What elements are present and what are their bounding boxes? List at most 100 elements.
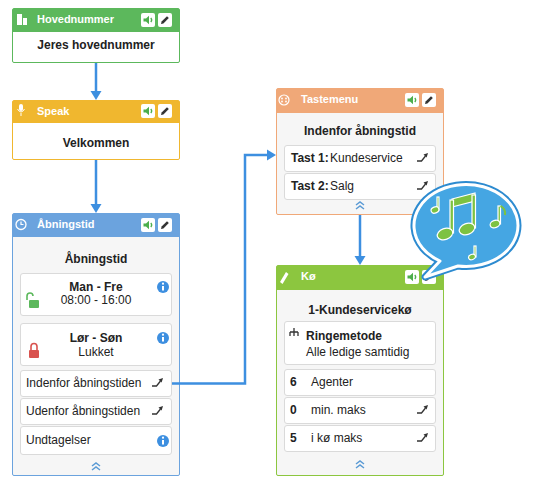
- bubble-fill: [414, 184, 518, 277]
- sound-button: [141, 104, 155, 118]
- clock-icon: [16, 220, 26, 230]
- info-row: 6 Agenter: [284, 369, 436, 396]
- node-text: Ringemetode: [306, 329, 382, 344]
- note-stem: [498, 206, 501, 224]
- info-row: Man - Fre08:00 - 16:00: [20, 273, 172, 316]
- note-stem: [450, 200, 454, 233]
- keypad-dot: [285, 101, 287, 103]
- lock-body: [29, 350, 39, 358]
- note-head: [489, 219, 501, 229]
- keypad-dot: [281, 101, 283, 103]
- note-stem: [437, 197, 439, 210]
- note-stem: [472, 195, 476, 228]
- collapse-chevron: [356, 461, 364, 468]
- lock-shackle: [31, 344, 37, 351]
- note-flag: [501, 206, 506, 215]
- flow-connector: [91, 160, 102, 213]
- music-notes: [430, 193, 505, 261]
- keypad-ring: [279, 95, 289, 105]
- info-icon: [157, 281, 169, 293]
- node-text: 1-Kundeservicekø: [277, 303, 443, 318]
- card-header-text: Hovednummer: [37, 12, 114, 27]
- connector-line: [95, 63, 98, 91]
- flow-card: SpeakVelkommen: [12, 100, 180, 160]
- node-text: Jeres hovednummer: [13, 38, 179, 53]
- keypad-dot: [285, 98, 287, 100]
- flow-card: ÅbningstidÅbningstidMan - Fre08:00 - 16:…: [12, 213, 180, 476]
- note-head: [468, 253, 476, 260]
- edit-button: [158, 104, 172, 118]
- jump-icon: [417, 405, 428, 413]
- bubble-outline: [414, 184, 518, 277]
- edit-button: [158, 13, 172, 27]
- card-header-text: Kø: [301, 269, 316, 284]
- arrow-head: [91, 91, 102, 100]
- flow-connector: [355, 215, 366, 265]
- flow-connector: [91, 63, 102, 100]
- connector-line: [172, 155, 267, 384]
- node-text: Kundeservice: [330, 151, 403, 166]
- node-text: 08:00 - 16:00: [21, 293, 171, 308]
- info-icon: [157, 332, 169, 344]
- node-text: Tast 2:: [291, 179, 329, 194]
- microphone-icon: [18, 104, 25, 116]
- node-text: Velkommen: [13, 136, 179, 151]
- flow-card: Kø 1-KundeservicekøRingemetodeAlle ledige…: [276, 265, 444, 476]
- building-icon: [17, 14, 27, 25]
- node-text: Agenter: [311, 375, 353, 390]
- jump-icon: [152, 406, 163, 414]
- sound-button: [405, 93, 419, 107]
- node-text: Indenfor åbningstid: [277, 124, 443, 139]
- node-text: min. maks: [311, 403, 366, 418]
- info-row: Lør - SønLukket: [20, 323, 172, 366]
- edit-button: [422, 270, 436, 284]
- building-part: [23, 18, 27, 25]
- card-header-text: Åbningstid: [37, 217, 94, 232]
- queue-icon: [280, 272, 289, 284]
- node-text: Indenfor åbningstiden: [26, 376, 141, 391]
- keypad-icon: [279, 95, 289, 105]
- mic-stand: [18, 109, 25, 116]
- jump-icon: [417, 433, 428, 441]
- sound-button: [141, 13, 155, 27]
- connector-line: [359, 215, 362, 256]
- lock-shackle: [27, 293, 33, 300]
- node-text: 6: [290, 375, 297, 390]
- note-stem: [474, 246, 476, 257]
- node-text: Lør - Søn: [21, 331, 171, 346]
- info-row: Tast 1:Kundeservice: [284, 145, 436, 172]
- node-text: 0: [290, 403, 297, 418]
- info-icon: [157, 435, 169, 447]
- note-head: [458, 221, 477, 237]
- sound-button: [141, 218, 155, 232]
- collapse-chevron: [356, 202, 364, 209]
- node-text: Salg: [330, 179, 354, 194]
- node-text: 5: [290, 431, 297, 446]
- flow-connector: [172, 150, 276, 384]
- node-text: Alle ledige samtidig: [306, 345, 409, 360]
- info-row: Tast 2:Salg: [284, 173, 436, 200]
- node-text: Undtagelser: [26, 433, 91, 448]
- info-row: Udenfor åbningstiden: [20, 398, 172, 425]
- building-part: [17, 14, 22, 25]
- node-text: Man - Fre: [21, 280, 171, 295]
- node-text: Åbningstid: [13, 252, 179, 267]
- sound-button: [405, 270, 419, 284]
- note-head: [430, 206, 440, 214]
- connector-line: [95, 160, 98, 204]
- clock-face: [16, 220, 26, 230]
- mic-head: [19, 104, 23, 111]
- collapse-chevron: [92, 463, 100, 470]
- closed-lock-icon: [29, 344, 39, 359]
- note-head: [436, 226, 455, 242]
- flow-card: HovednummerJeres hovednummer: [12, 8, 180, 63]
- arrow-head: [91, 204, 102, 213]
- lock-body: [29, 300, 39, 308]
- node-text: Lukket: [21, 345, 171, 360]
- node-text: i kø maks: [311, 431, 362, 446]
- jump-icon: [152, 378, 163, 386]
- edit-button: [422, 93, 436, 107]
- jump-icon: [417, 181, 428, 189]
- info-row: Undtagelser: [20, 426, 172, 455]
- info-row: 0 min. maks: [284, 397, 436, 424]
